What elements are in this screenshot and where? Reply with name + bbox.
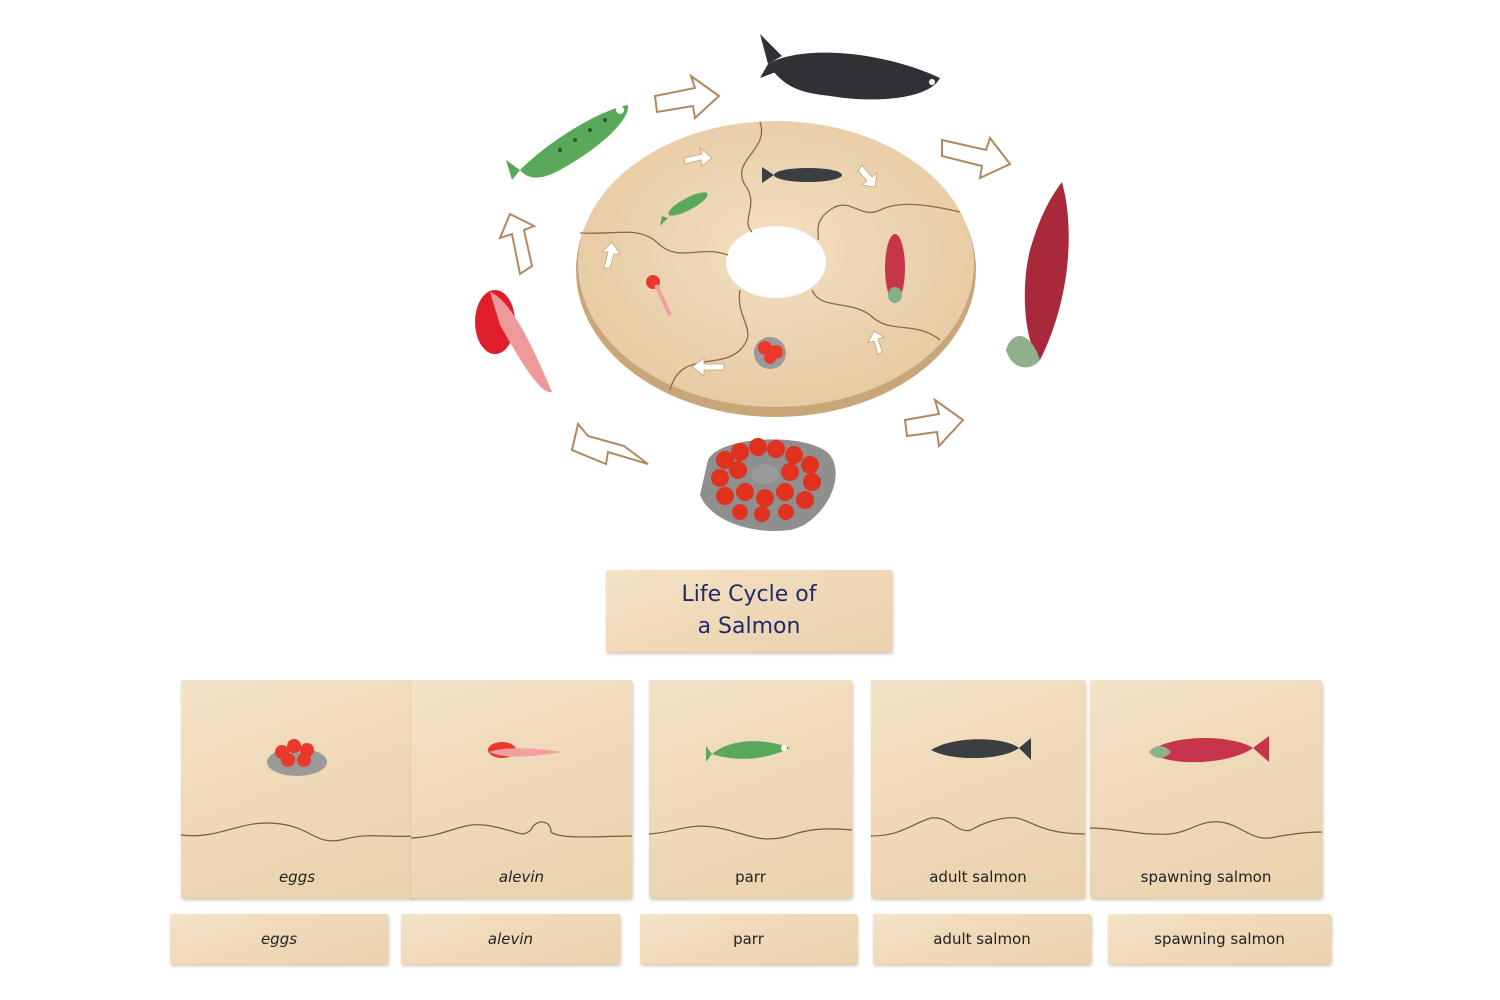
wheel-printed-alevin-icon [646, 275, 672, 316]
adult-salmon-icon [931, 738, 1031, 760]
wooden-arrow-pieces [498, 73, 1012, 466]
adult-salmon-figurine [760, 34, 940, 100]
stage-card-eggs: eggs [181, 680, 413, 898]
label-strip-parr: parr [640, 914, 857, 964]
card-label: eggs [278, 868, 316, 886]
puzzle-cut-line [1090, 821, 1322, 839]
puzzle-cut-line [871, 817, 1085, 837]
label-strip-alevin: alevin [401, 914, 620, 964]
label-strip-adult-salmon: adult salmon [873, 914, 1091, 964]
wheel-printed-spawning-icon [885, 234, 905, 303]
puzzle-cut-line [181, 822, 413, 842]
spawning-salmon-figurine [1006, 182, 1069, 368]
stage-card-adult-salmon: adult salmon [871, 680, 1085, 898]
label-strip-eggs: eggs [170, 914, 388, 964]
alevin-icon [487, 742, 562, 758]
puzzle-cut-line [411, 821, 632, 839]
wheel-arrows [601, 146, 885, 377]
wheel-printed-adult-icon [762, 167, 842, 183]
spawning-salmon-icon [1149, 736, 1269, 763]
wheel-printed-eggs-icon [754, 337, 786, 369]
wheel-printed-parr-icon [660, 192, 708, 226]
card-label: spawning salmon [1140, 868, 1272, 886]
alevin-figurine [475, 290, 552, 393]
card-label: parr [735, 868, 766, 886]
parr-figurine [506, 105, 629, 180]
egg-cluster-icon [267, 739, 327, 776]
puzzle-cut-line [649, 825, 852, 840]
life-cycle-puzzle-wheel [475, 34, 1069, 531]
title-line-2: a Salmon [697, 614, 801, 639]
puzzle-cuts [579, 121, 961, 391]
card-label: adult salmon [929, 868, 1027, 886]
stage-card-spawning-salmon: spawning salmon [1090, 680, 1322, 898]
title-board: Life Cycle of a Salmon [606, 570, 892, 652]
stage-card-alevin: alevin [411, 680, 632, 898]
parr-fish-icon [705, 741, 790, 762]
label-strip-spawning-salmon: spawning salmon [1108, 914, 1331, 964]
wheel-center-hole [726, 226, 826, 298]
title-line-1: Life Cycle of [681, 582, 817, 607]
stage-card-parr: parr [649, 680, 852, 898]
card-label: alevin [498, 868, 545, 886]
egg-nest-figurine [700, 438, 836, 531]
